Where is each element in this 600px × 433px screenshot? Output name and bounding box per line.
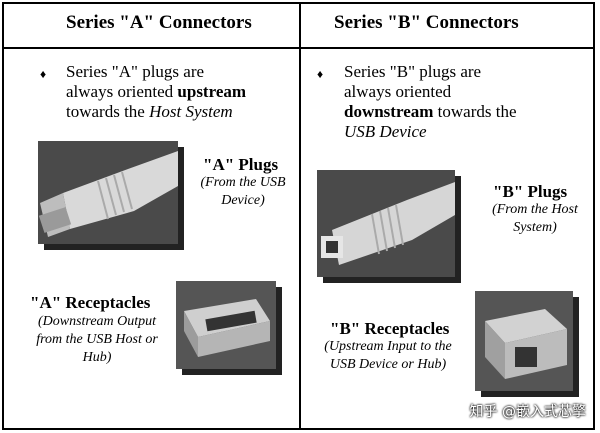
header-divider (2, 47, 595, 49)
b-receptacles-label: "B" Receptacles (330, 319, 450, 338)
bullet-icon: ♦ (40, 67, 47, 81)
a-plug-photo (38, 141, 178, 244)
column-divider (299, 2, 301, 430)
a-receptacles-desc: (Downstream Output from the USB Host or … (36, 314, 158, 365)
series-b-title: Series "B" Connectors (334, 12, 519, 33)
b-receptacles-desc: (Upstream Input to the USB Device or Hub… (324, 339, 452, 372)
watermark: 知乎 @嵌入式芯擎 (469, 404, 586, 420)
series-b-bullet: Series "B" plugs are always oriented dow… (344, 62, 584, 142)
bullet-line: downstream towards the (344, 102, 517, 121)
bullet-icon: ♦ (317, 67, 324, 81)
b-plug-photo (317, 170, 455, 277)
series-a-title: Series "A" Connectors (66, 12, 252, 33)
b-receptacle-photo (475, 291, 573, 391)
usb-a-plug-icon (38, 141, 178, 244)
usb-a-receptacle-icon (176, 281, 276, 369)
bullet-line: USB Device (344, 122, 427, 141)
b-plugs-desc: (From the Host System) (492, 202, 578, 235)
bullet-line: Series "B" plugs are (344, 62, 482, 81)
table-frame (2, 2, 595, 430)
bullet-line: always oriented (344, 82, 452, 101)
a-receptacle-photo (176, 281, 276, 369)
series-a-bullet: Series "A" plugs are always oriented ups… (66, 62, 291, 122)
bullet-line: towards the Host System (66, 102, 233, 121)
a-plugs-label: "A" Plugs (203, 155, 279, 174)
bullet-line: Series "A" plugs are (66, 62, 205, 81)
usb-b-receptacle-icon (475, 291, 573, 391)
b-plugs-label: "B" Plugs (493, 182, 568, 201)
a-plugs-desc: (From the USB Device) (200, 175, 286, 208)
a-receptacles-label: "A" Receptacles (30, 293, 151, 312)
bullet-line: always oriented upstream (66, 82, 247, 101)
usb-b-plug-icon (317, 170, 455, 277)
